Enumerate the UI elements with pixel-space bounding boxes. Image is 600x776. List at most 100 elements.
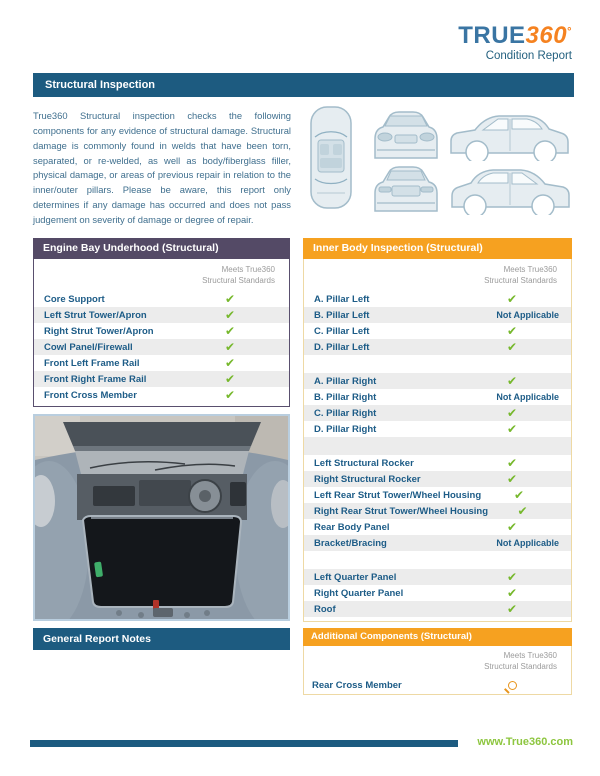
logo-subtitle: Condition Report — [485, 50, 572, 62]
table-row: A. Pillar Left ✔ — [304, 291, 571, 307]
section-header-structural-inspection: Structural Inspection — [33, 73, 574, 97]
component-label: B. Pillar Right — [314, 391, 377, 403]
engine-bay-photo — [33, 414, 290, 621]
table-row: Right Structural Rocker ✔ — [304, 471, 571, 487]
component-label: Rear Cross Member — [312, 680, 402, 691]
check-icon: ✔ — [506, 586, 518, 600]
component-label: Front Cross Member — [44, 389, 137, 401]
component-label: Right Strut Tower/Apron — [44, 325, 154, 337]
table-row: C. Pillar Right ✔ — [304, 405, 571, 421]
check-icon: ✔ — [506, 472, 518, 486]
engine-bay-table: Engine Bay Underhood (Structural) Meets … — [33, 238, 290, 407]
logo-360-text: 360 — [525, 22, 568, 49]
check-icon: ✔ — [224, 308, 236, 322]
check-icon: ✔ — [224, 388, 236, 402]
component-label: Left Rear Strut Tower/Wheel Housing — [314, 489, 482, 501]
check-icon: ✔ — [506, 324, 518, 338]
table-row: Rear Body Panel ✔ — [304, 519, 571, 535]
component-label: C. Pillar Right — [314, 407, 377, 419]
table-row: D. Pillar Left✔ — [304, 339, 571, 355]
inner-body-table: Inner Body Inspection (Structural) Meets… — [303, 238, 572, 622]
table-spacer-row — [304, 551, 571, 569]
component-label: Right Rear Strut Tower/Wheel Housing — [314, 505, 488, 517]
table-row: Left Quarter Panel ✔ — [304, 569, 571, 585]
logo-wordmark: TRUE360° — [458, 24, 572, 48]
component-label: Roof — [314, 603, 336, 615]
car-diagram-top-view — [310, 106, 352, 209]
table-row: Right Quarter Panel ✔ — [304, 585, 571, 601]
car-diagram-front-view — [374, 111, 438, 159]
component-label: Core Support — [44, 293, 105, 305]
check-icon: ✔ — [506, 570, 518, 584]
car-diagram-side-view-lower — [451, 169, 570, 215]
additional-components-title: Additional Components (Structural) — [303, 628, 572, 646]
component-label: C. Pillar Left — [314, 325, 370, 337]
component-label: Bracket/Bracing — [314, 537, 387, 549]
standards-line2: Structural Standards — [202, 275, 275, 285]
check-icon: ✔ — [506, 292, 518, 306]
car-diagram-side-view-upper — [450, 115, 569, 161]
standards-line2: Structural Standards — [484, 661, 557, 671]
engine-bay-table-title: Engine Bay Underhood (Structural) — [33, 238, 290, 259]
check-icon: ✔ — [506, 406, 518, 420]
table-row: Front Right Frame Rail✔ — [34, 371, 289, 387]
standards-line1: Meets True360 — [503, 265, 557, 274]
table-row: A. Pillar Right✔ — [304, 373, 571, 389]
table-row: Bracket/Bracing Not Applicable — [304, 535, 571, 551]
component-label: B. Pillar Left — [314, 309, 370, 321]
standards-line1: Meets True360 — [221, 265, 275, 274]
check-icon: ✔ — [506, 602, 518, 616]
table-row: Left Rear Strut Tower/Wheel Housing ✔ — [304, 487, 571, 503]
standards-line2: Structural Standards — [484, 275, 557, 285]
table-row: Front Cross Member ✔ — [34, 387, 289, 403]
check-icon: ✔ — [224, 324, 236, 338]
component-label: Right Quarter Panel — [314, 587, 404, 599]
footer-website-link[interactable]: www.True360.com — [477, 736, 573, 748]
additional-components-table: Additional Components (Structural) Meets… — [303, 628, 572, 695]
check-icon: ✔ — [506, 374, 518, 388]
component-label: A. Pillar Left — [314, 293, 370, 305]
magnify-icon-glyph — [507, 681, 517, 690]
table-row: D. Pillar Right✔ — [304, 421, 571, 437]
component-label: Rear Body Panel — [314, 521, 390, 533]
table-row: C. Pillar Left ✔ — [304, 323, 571, 339]
table-row: Right Strut Tower/Apron ✔ — [34, 323, 289, 339]
intro-paragraph: True360 Structural inspection checks the… — [33, 110, 291, 226]
table-row: Right Rear Strut Tower/Wheel Housing ✔ — [304, 503, 571, 519]
component-label: Right Structural Rocker — [314, 473, 421, 485]
standards-column-header: Meets True360 Structural Standards — [304, 646, 571, 676]
true360-logo: TRUE360° Condition Report — [458, 24, 572, 63]
component-label: Front Left Frame Rail — [44, 357, 140, 369]
inner-body-table-title: Inner Body Inspection (Structural) — [303, 238, 572, 259]
standards-column-header: Meets True360 Structural Standards — [34, 259, 289, 291]
standards-line1: Meets True360 — [503, 651, 557, 660]
table-row: Core Support✔ — [34, 291, 289, 307]
table-row: Roof ✔ — [304, 601, 571, 617]
engine-bay-rows: Core Support✔Left Strut Tower/Apron✔Righ… — [34, 291, 289, 403]
component-label: Cowl Panel/Firewall — [44, 341, 133, 353]
check-icon: ✔ — [506, 422, 518, 436]
check-icon: ✔ — [224, 340, 236, 354]
check-icon: ✔ — [506, 456, 518, 470]
general-report-notes-header: General Report Notes — [33, 628, 290, 650]
component-label: Left Structural Rocker — [314, 457, 414, 469]
table-row: Front Left Frame Rail ✔ — [34, 355, 289, 371]
check-icon: ✔ — [506, 520, 518, 534]
check-icon: ✔ — [517, 504, 528, 518]
check-icon: ✔ — [224, 356, 236, 370]
standards-column-header: Meets True360 Structural Standards — [304, 259, 571, 291]
not-applicable-label: Not Applicable — [496, 538, 559, 548]
additional-components-rows: Rear Cross Member — [304, 676, 571, 695]
table-row: Left Structural Rocker ✔ — [304, 455, 571, 471]
logo-true-text: TRUE — [458, 22, 526, 49]
check-icon: ✔ — [514, 488, 525, 502]
component-label: Front Right Frame Rail — [44, 373, 147, 385]
component-label: Left Quarter Panel — [314, 571, 397, 583]
magnify-icon — [467, 681, 557, 690]
table-spacer-row — [304, 437, 571, 455]
table-row: Left Strut Tower/Apron✔ — [34, 307, 289, 323]
